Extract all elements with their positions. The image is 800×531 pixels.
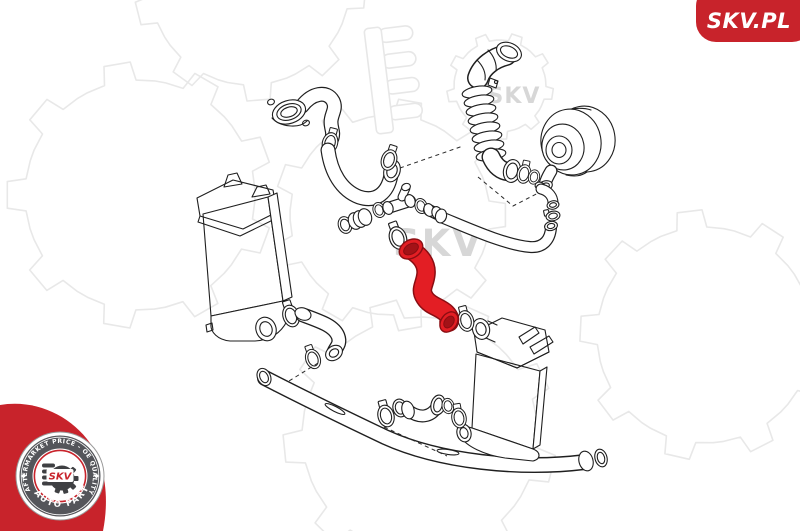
- watermark-gear: [579, 209, 800, 461]
- watermark-gear: [446, 33, 555, 140]
- assembly-dash-line: [272, 362, 319, 392]
- badge-center-text: SKV: [49, 472, 73, 483]
- turbo-lower-hose: [434, 208, 558, 254]
- corrugated-intake-hose: [461, 41, 542, 186]
- upper-charge-hose: [267, 86, 402, 206]
- left-outlet-hose: [294, 307, 347, 362]
- watermark-gear: [276, 98, 507, 332]
- assembly-dash-line: [477, 176, 545, 207]
- turbo-outlet-elbow: [534, 181, 561, 222]
- exploded-diagram: [196, 41, 616, 473]
- badge-gear-icon: SKV: [42, 463, 79, 494]
- right-intercooler: [456, 317, 554, 462]
- watermark-gear: [134, 0, 366, 102]
- hose-clamp: [300, 342, 324, 372]
- watermark-gear: [6, 61, 271, 329]
- quality-badge: AFTERMARKET PRICE - OE QUALITY AUTO PART…: [0, 0, 106, 531]
- turbocharger: [537, 105, 616, 192]
- skv-logo-text: SKV.PL: [707, 9, 791, 33]
- highlighted-intercooler-hose: [398, 238, 460, 333]
- charge-pipe: [256, 367, 608, 473]
- watermark-comb-logo: [363, 25, 424, 135]
- left-intercooler: [196, 172, 293, 342]
- elbow-connector: [373, 394, 446, 430]
- watermark-gear: [282, 299, 557, 531]
- skv-logo: SKV.PL: [696, 0, 800, 42]
- assembly-dash-line: [399, 145, 464, 169]
